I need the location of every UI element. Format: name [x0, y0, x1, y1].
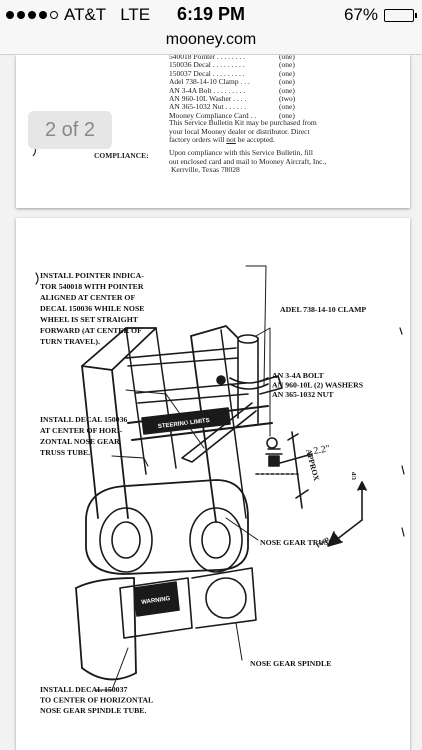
part-quantity: (one): [279, 60, 295, 70]
spindle-label: NOSE GEAR SPINDLE: [250, 659, 331, 668]
hardware-label-line: AN 3-4A BOLT: [272, 371, 325, 380]
parts-list-item: 150037 Decal . . . . . . . . . (one): [169, 68, 295, 78]
signal-carrier: AT&T LTE: [6, 5, 150, 25]
signal-strength-icon: [6, 11, 58, 19]
part-name: AN 365-1032 Nut . . . . . .: [169, 102, 247, 112]
parts-list-item: AN 960-10L Washer . . . . (two): [169, 94, 296, 104]
hardware-label-line: AN 365-1032 NUT: [272, 390, 334, 399]
hardware-label-line: AN 960-10L (2) WASHERS: [272, 381, 363, 390]
up-direction-label: UP: [352, 472, 358, 480]
document-page-2: STEERING LIMITS: [16, 218, 410, 750]
part-name: 540018 Pointer . . . . . . . .: [169, 55, 246, 61]
warning-decal: WARNING: [141, 596, 171, 606]
part-quantity: (one): [279, 68, 295, 78]
decal-150036-instruction-line: AT CENTER OF HORI-: [40, 426, 123, 435]
network-type: LTE: [120, 5, 151, 24]
parts-list-item: AN 3-4A Bolt . . . . . . . . . (one): [169, 85, 295, 95]
pointer-instruction-line: TURN TRAVEL).: [40, 337, 100, 346]
part-name: Adel 738-14-10 Clamp . . .: [169, 77, 250, 87]
decal-150037-instruction-line: NOSE GEAR SPINDLE TUBE.: [40, 706, 146, 715]
battery-icon: [384, 8, 417, 22]
decal-150036-instruction-line: TRUSS TUBE.: [40, 448, 90, 457]
part-quantity: (one): [279, 110, 295, 120]
status-bar: AT&T LTE 6:19 PM 67%: [0, 0, 422, 30]
parts-list-item: 540018 Pointer . . . . . . . . (one): [169, 55, 295, 61]
clamp-label: ADEL 738-14-10 CLAMP: [280, 305, 366, 314]
parts-list-item: Adel 738-14-10 Clamp . . . (one): [169, 77, 295, 87]
carrier-name: AT&T: [64, 5, 107, 24]
part-name: AN 3-4A Bolt . . . . . . . . .: [169, 85, 246, 95]
part-name: AN 960-10L Washer . . . .: [169, 94, 247, 104]
decal-150037-instruction-line: INSTALL DECAL 150037: [40, 685, 127, 694]
parts-list: 540018 Pointer . . . . . . . .(one)15003…: [169, 55, 295, 120]
part-quantity: (one): [279, 55, 295, 61]
pointer-instruction-line: TOR 540018 WITH POINTER: [40, 282, 144, 291]
battery-percent: 67%: [343, 5, 378, 24]
pointer-instruction-line: INSTALL POINTER INDICA-: [40, 271, 144, 280]
document-page-1: 540018 Pointer . . . . . . . .(one)15003…: [16, 55, 410, 208]
pointer-instruction-line: WHEEL IS SET STRAIGHT: [40, 315, 139, 324]
part-name: 150036 Decal . . . . . . . . .: [169, 60, 245, 70]
compliance-label: COMPLIANCE:: [94, 151, 149, 160]
pointer-instruction-line: DECAL 150036 WHILE NOSE: [40, 304, 145, 313]
compliance-text: Upon compliance with this Service Bullet…: [169, 148, 327, 175]
parts-list-item: 150036 Decal . . . . . . . . . (one): [169, 60, 295, 70]
part-quantity: (one): [279, 102, 295, 112]
pdf-viewer[interactable]: 540018 Pointer . . . . . . . .(one)15003…: [0, 55, 422, 750]
part-name: 150037 Decal . . . . . . . . .: [169, 68, 245, 78]
dimension-value: 2.2": [313, 443, 331, 457]
part-quantity: (one): [279, 85, 295, 95]
purchase-note: This Service Bulletin Kit may be purchas…: [169, 118, 317, 145]
decal-150036-instruction-line: INSTALL DECAL 150036: [40, 415, 127, 424]
decal-150036-instruction: INSTALL DECAL 150036 AT CENTER OF HORI- ZO…: [40, 415, 127, 457]
pointer-instruction: INSTALL POINTER INDICA- TOR 540018 WITH P…: [40, 271, 145, 346]
part-name: Mooney Compliance Card . .: [169, 110, 257, 120]
parts-list-item: Mooney Compliance Card . . (one): [169, 110, 295, 120]
address-bar[interactable]: mooney.com: [0, 30, 422, 55]
page-indicator: 2 of 2: [28, 111, 112, 149]
decal-150037-instruction: INSTALL DECAL 150037 TO CENTER OF HORIZON…: [40, 685, 153, 715]
battery-status: 67%: [343, 5, 417, 25]
pointer-instruction-line: FORWARD (AT CENTER OF: [40, 326, 142, 335]
pointer-instruction-line: ALIGNED AT CENTER OF: [40, 293, 135, 302]
parts-list-item: AN 365-1032 Nut . . . . . . (one): [169, 102, 295, 112]
url-text[interactable]: mooney.com: [165, 31, 257, 48]
part-quantity: (one): [279, 77, 295, 87]
decal-150036-instruction-line: ZONTAL NOSE GEAR: [40, 437, 120, 446]
nose-gear-diagram: STEERING LIMITS: [35, 265, 405, 715]
truss-label: NOSE GEAR TRUSS: [260, 538, 333, 547]
decal-150037-instruction-line: TO CENTER OF HORIZONTAL: [40, 696, 153, 705]
part-quantity: (two): [279, 94, 296, 104]
clock: 6:19 PM: [176, 4, 246, 24]
